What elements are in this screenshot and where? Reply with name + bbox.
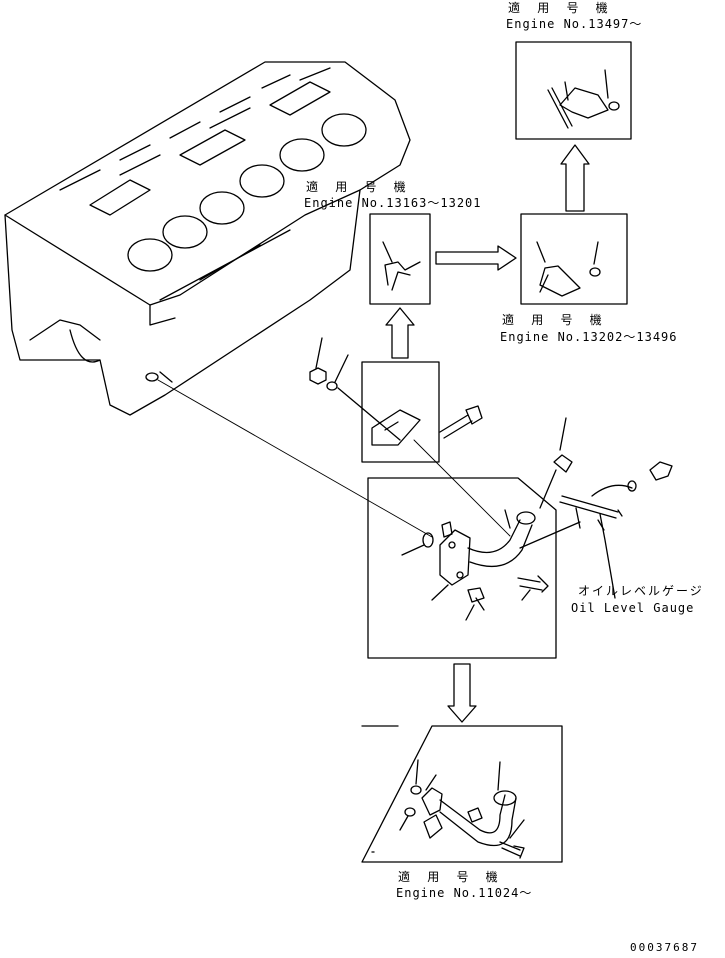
box-engine-13202-13496 [520, 213, 628, 305]
engine-number-13163-13201: Engine No.13163～13201 [304, 196, 482, 210]
bolt-part [439, 405, 483, 439]
arrow-down-icon [447, 663, 477, 723]
arrow-right-icon [435, 245, 517, 271]
arrow-up-icon-2 [385, 307, 415, 359]
oil-level-gauge-label-en: Oil Level Gauge [571, 601, 695, 615]
engine-number-13497: Engine No.13497～ [506, 17, 643, 31]
engine-number-13202-13496: Engine No.13202～13496 [500, 330, 678, 344]
oil-level-gauge [519, 417, 673, 599]
document-number: 00037687 [630, 941, 699, 954]
nut-washer-parts [309, 337, 401, 441]
arrow-up-icon [560, 144, 590, 212]
applicable-label-13497: 適 用 号 機 [508, 1, 613, 15]
box-bracket [361, 361, 440, 463]
box-engine-13497 [515, 41, 632, 140]
box-main-assembly [367, 477, 557, 659]
applicable-label-11024: 適 用 号 機 [398, 870, 503, 884]
box-engine-13163-13201 [369, 213, 431, 305]
applicable-label-13202: 適 用 号 機 [502, 313, 607, 327]
engine-block [4, 61, 411, 416]
box-engine-11024 [361, 725, 563, 863]
oil-level-gauge-label-jp: オイルレベルゲージ [578, 584, 704, 598]
applicable-label-13163: 適 用 号 機 [306, 180, 411, 194]
engine-number-11024: Engine No.11024～ [396, 886, 533, 900]
